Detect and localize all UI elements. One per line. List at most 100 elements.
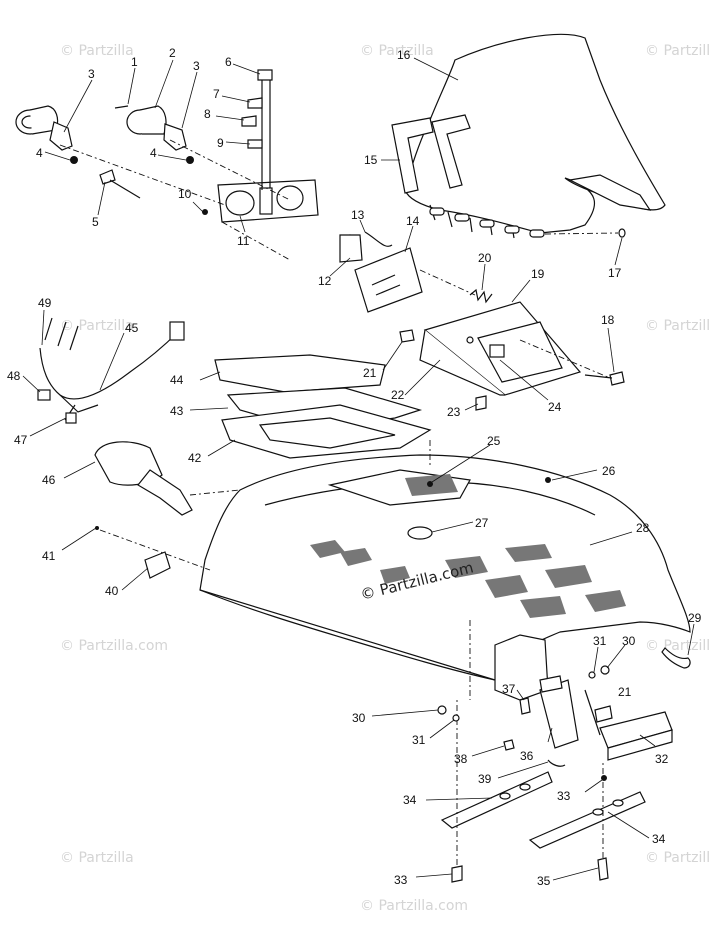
gauge-body [139,105,167,135]
vent-slot [479,219,495,228]
hinge-pin [584,689,601,736]
switch-part-8 [241,115,257,127]
screw-23 [475,395,487,411]
watermark-top-right: © Partzilla [645,43,711,59]
gauge-assembly-left [15,105,78,164]
vent-slot [529,229,545,238]
screw-10 [202,209,208,215]
hood-vent [380,566,410,584]
hood-screw-26 [545,477,551,483]
watermark-top-left: © Partzilla [60,43,134,59]
callout-40: 40 [105,584,119,598]
screw-18 [584,371,625,386]
trim-piece-right [431,114,471,189]
bezel-lens-opening [477,321,563,383]
hood-vent [310,540,345,558]
switch-wire-bundle [261,76,271,190]
callout-4b: 4 [150,146,157,160]
vent-slot [429,207,445,216]
screw-37 [519,697,531,715]
callout-1: 1 [131,55,138,69]
gauge-bracket [163,123,187,151]
callout-47: 47 [14,433,28,447]
vent-slot [454,213,470,222]
callout-8: 8 [204,107,211,121]
callout-7: 7 [213,87,220,101]
gauge-bracket [49,121,73,151]
washer-31 [452,714,460,722]
screw-9 [247,139,263,149]
rivet-35 [597,857,609,881]
windshield [404,33,666,239]
bezel-lower-lip [419,329,505,396]
switch-part-7 [247,97,263,109]
assembly-line [99,529,211,571]
assembly-line [544,232,619,235]
callout-19: 19 [531,267,545,281]
clip-39 [547,759,566,767]
harness-leads [44,317,79,351]
grommet-21 [399,329,415,343]
skid-hole [499,792,511,800]
bracket-tab [539,675,563,693]
switch-part-6 [257,69,273,81]
callout-21a: 21 [363,366,377,380]
washer-41 [95,526,99,530]
rear-view-mirror [94,441,193,516]
housing-label [371,274,401,296]
callout-26: 26 [602,464,616,478]
callout-32: 32 [655,752,669,766]
callout-13: 13 [351,208,365,222]
hood-vent [585,590,626,612]
skid-hole [612,799,624,807]
callout-45: 45 [125,321,139,335]
hood-vent [545,565,592,588]
housing-body [354,247,423,313]
callout-3a: 3 [88,67,95,81]
callout-48: 48 [7,369,21,383]
skid-plate-body [528,791,646,849]
callout-2: 2 [169,46,176,60]
callout-29: 29 [688,611,702,625]
callout-30a: 30 [352,711,366,725]
assembly-line [519,339,611,379]
hood-emblem-27 [407,526,433,540]
connector-48 [37,389,51,401]
screw-shank [584,374,613,379]
connector-47 [65,412,77,424]
headlight-housing [354,247,423,313]
washer-31b [588,671,596,679]
callout-34b: 34 [652,832,666,846]
gauge-nut [70,156,78,164]
watermark-top-center: © Partzilla [360,43,434,59]
panel-42 [221,404,432,459]
mirror-arm [137,469,193,516]
callout-10: 10 [178,187,192,201]
skid-hole [592,808,604,816]
callout-4a: 4 [36,146,43,160]
mirror-head [94,441,163,486]
callout-49: 49 [38,296,52,310]
switch-panel [259,187,273,215]
callout-labels: 1 2 3 3 4 4 5 6 7 8 9 10 11 12 13 14 15 … [7,46,702,888]
callout-3b: 3 [193,59,200,73]
windshield-cutout [568,174,652,211]
callout-34a: 34 [403,793,417,807]
assembly-line [221,221,291,261]
screw-head [609,371,625,386]
watermark-mid-left: © Partzilla [60,318,134,334]
gauge-nut [186,156,194,164]
hood-vent [485,575,528,598]
bushing-21b [594,705,613,723]
hood-inner-panels [214,354,432,459]
callout-18: 18 [601,313,615,327]
hood-vent [445,556,488,578]
spring-coil [469,288,493,304]
watermark-bottom-left: © Partzilla [60,850,134,866]
headlight-bezel [419,301,582,396]
bulb-clip-13 [364,231,393,247]
callout-28: 28 [636,521,650,535]
mount-bolt [99,169,141,199]
